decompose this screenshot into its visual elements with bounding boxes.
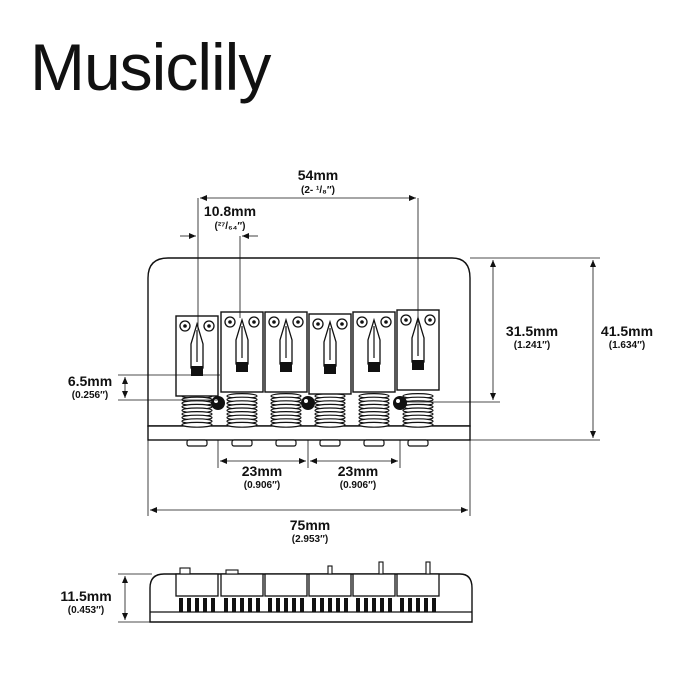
intonation-spring <box>226 393 258 428</box>
saddle <box>175 315 219 397</box>
dim-inner-length-sub: (1.241″) <box>514 340 550 351</box>
brand-title: Musiclily <box>30 30 271 104</box>
dim-screw-spacing-right-label: 23mm <box>338 463 378 479</box>
side-tab <box>225 569 239 575</box>
side-saddle <box>175 573 219 612</box>
mounting-screw-icon <box>301 396 315 410</box>
dim-saddle-width-label: 10.8mm <box>204 203 256 219</box>
side-saddle <box>308 573 352 612</box>
side-saddle <box>396 573 440 612</box>
bottom-tab <box>407 439 429 447</box>
string-hole <box>280 362 292 372</box>
bridge-side-view <box>149 561 473 623</box>
side-saddle <box>264 573 308 612</box>
bottom-tab <box>363 439 385 447</box>
bottom-tab <box>319 439 341 447</box>
side-saddle <box>352 573 396 612</box>
side-saddle <box>220 573 264 612</box>
string-hole <box>368 362 380 372</box>
intonation-spring <box>314 393 346 428</box>
saddle <box>220 311 264 393</box>
dim-saddle-width-sub: (²⁷/₆₄″) <box>215 221 246 232</box>
bottom-tab <box>275 439 297 447</box>
dim-overall-length-sub: (1.634″) <box>609 340 645 351</box>
mounting-screw-row <box>211 396 407 410</box>
dim-string-spread: 54mm (2- ¹/₈″) <box>197 167 419 330</box>
saddle-row <box>175 309 440 397</box>
dim-overall-width: 75mm (2.953″) <box>147 440 471 545</box>
saddle <box>308 313 352 395</box>
bottom-tab <box>186 439 208 447</box>
adjust-screw <box>327 565 333 575</box>
dim-saddle-height-sub: (0.256″) <box>72 390 108 401</box>
dim-inner-length: 31.5mm (1.241″) <box>400 257 558 403</box>
dim-inner-length-label: 31.5mm <box>506 323 558 339</box>
intonation-spring <box>181 393 213 428</box>
dim-screw-spacing-left-label: 23mm <box>242 463 282 479</box>
adjust-screw <box>425 561 431 575</box>
mounting-screw-icon <box>393 396 407 410</box>
string-hole <box>236 362 248 372</box>
bottom-tab <box>231 439 253 447</box>
dim-overall-length: 41.5mm (1.634″) <box>470 257 653 441</box>
dim-overall-width-sub: (2.953″) <box>292 534 328 545</box>
intonation-spring <box>358 393 390 428</box>
saddle <box>264 311 308 393</box>
dim-saddle-height: 6.5mm (0.256″) <box>68 373 220 401</box>
bottom-tab-row <box>186 439 429 447</box>
dim-overall-width-label: 75mm <box>290 517 330 533</box>
side-tab <box>179 567 191 575</box>
dim-overall-length-label: 41.5mm <box>601 323 653 339</box>
dim-saddle-height-label: 6.5mm <box>68 373 112 389</box>
dim-screw-spacing-right-sub: (0.906″) <box>340 480 376 491</box>
string-hole <box>412 360 424 370</box>
dim-string-spread-sub: (2- ¹/₈″) <box>301 185 335 196</box>
intonation-spring <box>270 393 302 428</box>
dim-side-height-sub: (0.453″) <box>68 605 104 616</box>
adjust-screw <box>378 561 384 575</box>
saddle <box>352 311 396 393</box>
mounting-screw-icon <box>211 396 225 410</box>
dim-screw-spacing-left-sub: (0.906″) <box>244 480 280 491</box>
side-saddle-row <box>175 561 440 612</box>
dim-saddle-width: 10.8mm (²⁷/₆₄″) <box>180 203 258 318</box>
string-hole <box>191 366 203 376</box>
string-hole <box>324 364 336 374</box>
dim-string-spread-label: 54mm <box>298 167 338 183</box>
intonation-spring <box>402 393 434 428</box>
dim-screw-spacing: 23mm (0.906″) 23mm (0.906″) <box>217 440 401 491</box>
dim-side-height: 11.5mm (0.453″) <box>60 573 152 623</box>
dim-side-height-label: 11.5mm <box>60 588 111 604</box>
